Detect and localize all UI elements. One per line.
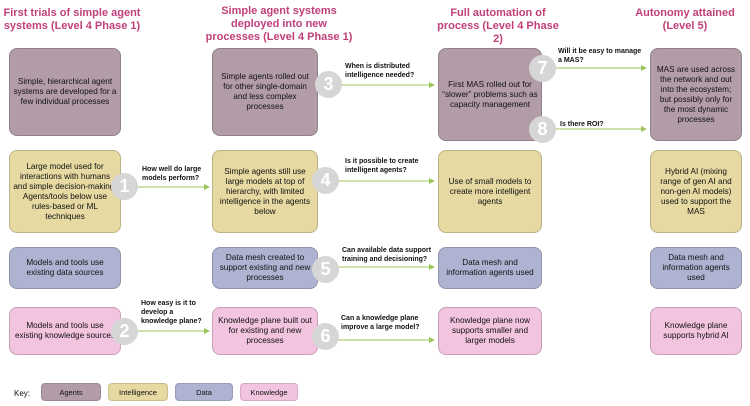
header-col4: Autonomy attained (Level 5) bbox=[635, 7, 735, 32]
question-7: Will it be easy to manage a MAS? bbox=[558, 48, 642, 64]
intelligence-box-col4: Hybrid AI (mixing range of gen AI and no… bbox=[650, 150, 742, 233]
header-col2: Simple agent systems deployed into new p… bbox=[205, 5, 353, 43]
question-4: Is it possible to create intelligent age… bbox=[345, 158, 419, 174]
question-2: How easy is it to develop a knowledge pl… bbox=[141, 300, 202, 325]
step-circle-1: 1 bbox=[111, 173, 138, 200]
key-intelligence: Intelligence bbox=[108, 383, 168, 401]
knowledge-box-col1: Models and tools use existing knowledge … bbox=[9, 307, 121, 355]
intelligence-box-col3: Use of small models to create more intel… bbox=[438, 150, 542, 233]
agents-box-col4: MAS are used across the network and out … bbox=[650, 48, 742, 141]
header-col1: First trials of simple agent systems (Le… bbox=[3, 7, 141, 32]
knowledge-box-col3: Knowledge plane now supports smaller and… bbox=[438, 307, 542, 355]
data-box-col1: Models and tools use existing data sourc… bbox=[9, 247, 121, 289]
question-8: Is there ROI? bbox=[560, 121, 604, 128]
step-circle-4: 4 bbox=[312, 167, 339, 194]
header-col3: Full automation of process (Level 4 Phas… bbox=[437, 7, 559, 45]
agents-box-col3: First MAS rolled out for “slower” proble… bbox=[438, 48, 542, 141]
key-data: Data bbox=[175, 383, 233, 401]
step-circle-6: 6 bbox=[312, 323, 339, 350]
question-5: Can available data support training and … bbox=[342, 247, 432, 263]
knowledge-box-col4: Knowledge plane supports hybrid AI bbox=[650, 307, 742, 355]
key-agents: Agents bbox=[41, 383, 101, 401]
agents-box-col2: Simple agents rolled out for other singl… bbox=[212, 48, 318, 136]
step-circle-5: 5 bbox=[312, 256, 339, 283]
key-label: Key: bbox=[14, 389, 31, 398]
key-knowledge: Knowledge bbox=[240, 383, 298, 401]
question-6: Can a knowledge plane improve a large mo… bbox=[341, 315, 420, 331]
step-circle-2: 2 bbox=[111, 318, 138, 345]
step-circle-7: 7 bbox=[529, 55, 556, 82]
agents-box-col1: Simple, hierarchical agent systems are d… bbox=[9, 48, 121, 136]
question-1: How well do large models perform? bbox=[142, 166, 202, 182]
intelligence-box-col1: Large model used for interactions with h… bbox=[9, 150, 121, 233]
knowledge-box-col2: Knowledge plane built out for existing a… bbox=[212, 307, 318, 355]
step-circle-3: 3 bbox=[315, 71, 342, 98]
intelligence-box-col2: Simple agents still use large models at … bbox=[212, 150, 318, 233]
data-box-col2: Data mesh created to support existing an… bbox=[212, 247, 318, 289]
data-box-col3: Data mesh and information agents used bbox=[438, 247, 542, 289]
data-box-col4: Data mesh and information agents used bbox=[650, 247, 742, 289]
step-circle-8: 8 bbox=[529, 116, 556, 143]
question-3: When is distributed intelligence needed? bbox=[345, 63, 415, 79]
